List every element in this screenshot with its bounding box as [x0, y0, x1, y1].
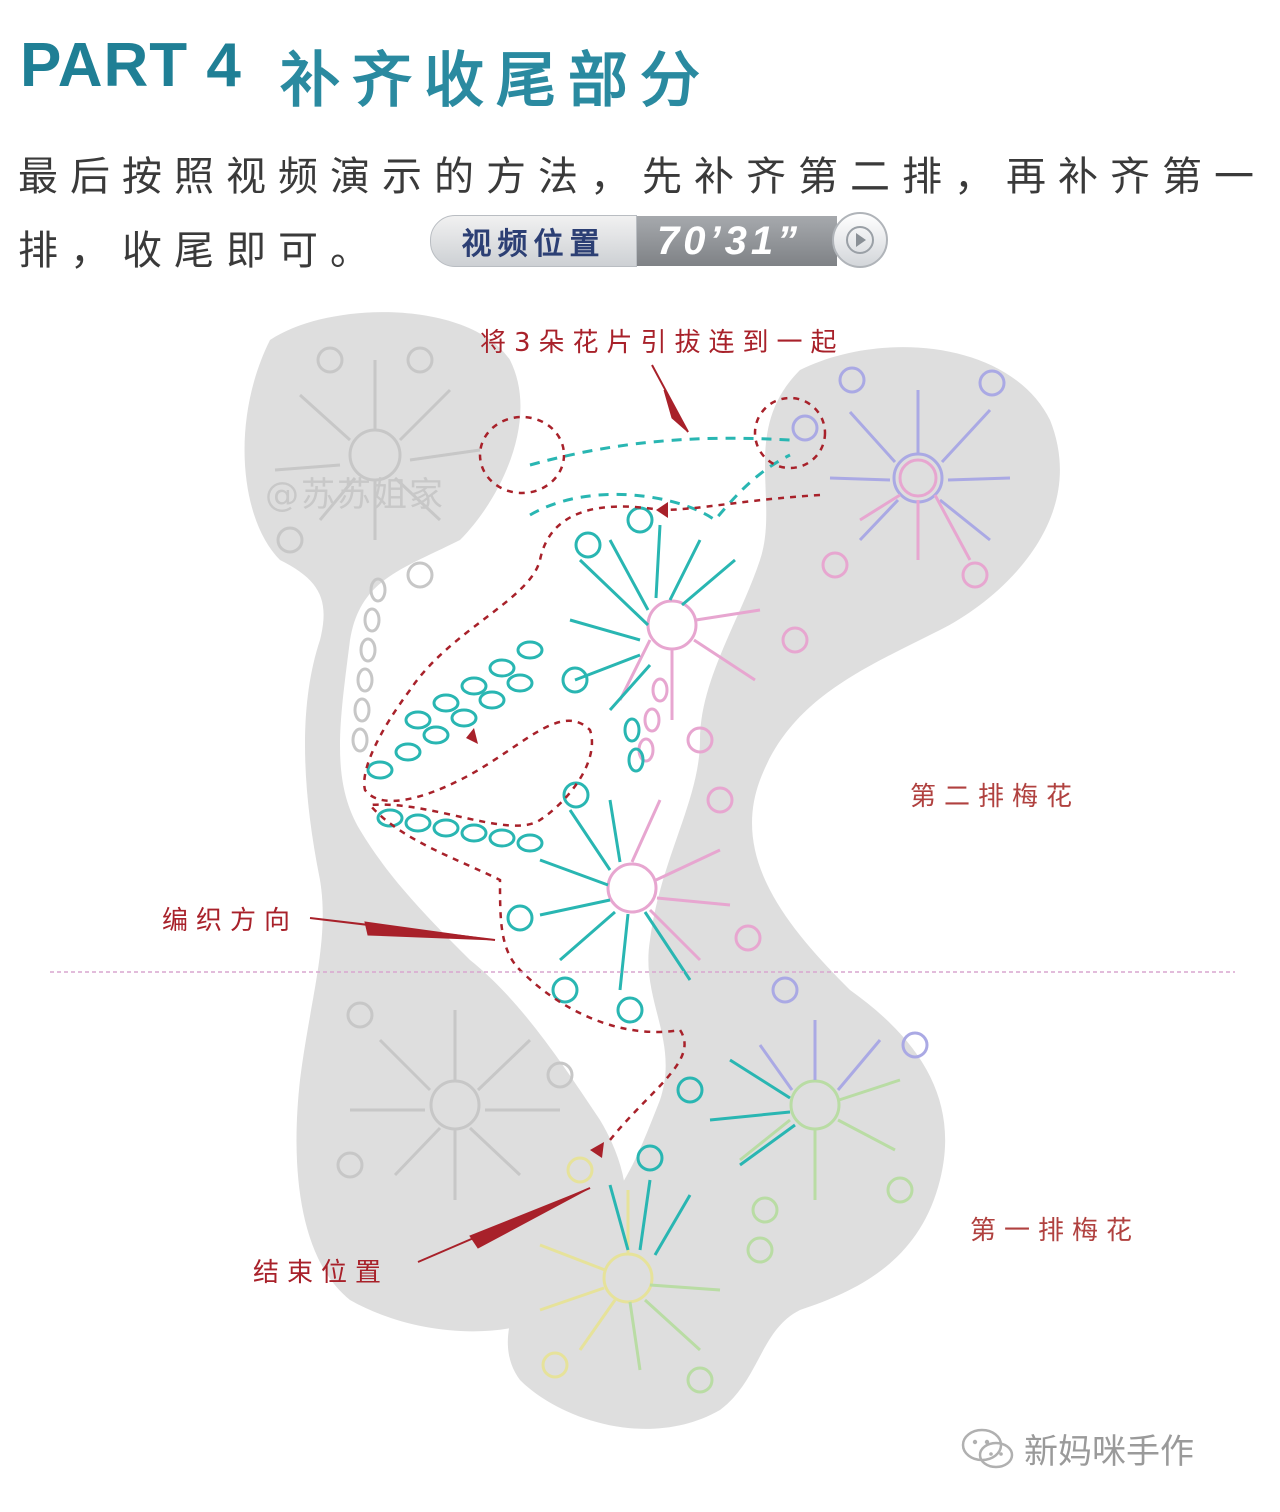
- gray-chain-left: [351, 577, 387, 753]
- gray-shape-left-top: [244, 312, 627, 1332]
- yellow-flower-bottom: [539, 1156, 654, 1379]
- label-knit-direction: 编织方向: [162, 906, 299, 936]
- arrow-head-bottom: [590, 1142, 604, 1158]
- green-flower-bottom-2: [628, 1236, 774, 1394]
- lavender-flower-bottom: [758, 976, 929, 1091]
- direction-arrows: [466, 502, 668, 1158]
- join-circle-left: [478, 415, 566, 495]
- arrow-head-top: [656, 502, 668, 518]
- teal-filling-pattern: [366, 436, 796, 1256]
- background-shapes: [244, 312, 1060, 1429]
- video-badge-time: 70’31”: [637, 216, 837, 266]
- gray-shape-right-top: [507, 347, 1060, 1429]
- brand-mark: 新妈咪手作: [960, 1424, 1194, 1473]
- watermark: @苏苏姐家: [265, 475, 445, 515]
- page-title: 补齐收尾部分: [280, 46, 712, 116]
- gray-flower-top-left: [274, 346, 481, 589]
- video-position-badge[interactable]: 视频位置 70’31”: [430, 212, 892, 268]
- wechat-icon: [961, 1428, 1014, 1468]
- label-row-one: 第一排梅花: [970, 1216, 1141, 1246]
- play-icon[interactable]: [832, 212, 888, 268]
- gray-flowers: [274, 346, 574, 1200]
- part-label: PART 4: [20, 31, 242, 100]
- annotation-pointers: [309, 364, 689, 1263]
- green-flower-bottom: [739, 1078, 914, 1224]
- label-end-position: 结束位置: [253, 1258, 390, 1288]
- direction-path: [362, 396, 827, 1141]
- video-badge-label: 视频位置: [430, 215, 637, 267]
- arrow-head-mid: [466, 728, 478, 744]
- brand-name: 新妈咪手作: [1024, 1432, 1194, 1472]
- instruction-text: 最后按照视频演示的方法，先补齐第二排，再补齐第一排，收尾即可。: [18, 154, 1266, 274]
- label-row-two: 第二排梅花: [910, 782, 1081, 812]
- label-join-three: 将3朵花片引拔连到一起: [480, 328, 845, 358]
- join-circle-right: [753, 396, 827, 470]
- gray-flower-bottom-left: [336, 1001, 574, 1200]
